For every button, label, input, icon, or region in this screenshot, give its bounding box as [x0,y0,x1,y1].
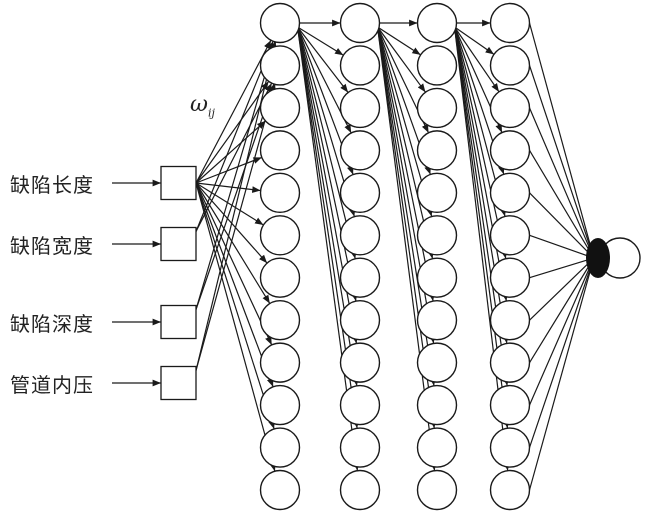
connection [376,26,434,259]
hidden-neuron [259,384,301,426]
connection [195,80,270,184]
hidden-neuron [339,45,381,86]
hidden-neuron [416,257,458,298]
hidden-neuron [339,87,381,129]
hidden-neuron [416,2,458,44]
connection [297,26,349,93]
connection [195,182,276,472]
hidden-neuron [339,2,381,44]
hidden-neuron [259,342,301,383]
connection [195,120,266,184]
output-connection [529,259,593,321]
hidden-neuron [416,215,458,256]
output-connection [528,107,593,255]
hidden-neuron [489,2,531,44]
connection [195,39,272,184]
hidden-neuron [339,130,381,171]
hidden-neuron [416,130,458,171]
hidden-neuron [259,130,301,171]
connection [297,26,344,56]
output-connection [528,150,593,256]
connection [296,26,357,259]
output-connection [528,264,593,491]
hidden-neuron [339,427,381,468]
output-summation-node [586,238,610,278]
connection [195,41,276,310]
connection [195,156,263,184]
connection [377,26,426,93]
input-label: 缺陷宽度 [10,234,94,258]
input-label: 缺陷长度 [10,173,94,197]
connection [195,182,275,430]
output-connection [529,192,593,257]
hidden-neuron [489,384,531,426]
hidden-neuron [416,87,458,129]
hidden-neuron [416,45,458,86]
hidden-neuron [259,257,301,298]
output-connection [528,65,593,253]
connection [195,182,273,346]
hidden-neuron [489,469,531,511]
input-label: 管道内压 [10,373,94,397]
output-connection [528,263,593,448]
hidden-neuron [259,469,301,511]
hidden-neuron [489,299,531,341]
hidden-neuron [416,342,458,383]
connection [195,182,271,304]
connection [377,26,421,56]
hidden-neuron [339,469,381,511]
hidden-neuron [416,384,458,426]
hidden-neuron [339,172,381,214]
hidden-neuron [259,299,301,341]
connection [195,84,277,371]
weight-label: ωij [190,92,215,120]
connection [296,26,358,302]
hidden-neuron [339,384,381,426]
output-connection [528,260,593,363]
connection [453,26,509,302]
hidden-neuron [489,257,531,298]
hidden-neuron [339,342,381,383]
hidden-neuron [259,172,301,214]
input-node [160,365,197,401]
connection [195,41,274,232]
hidden-neuron [259,427,301,468]
input-node [160,304,197,340]
hidden-neuron [416,299,458,341]
hidden-neuron [416,469,458,511]
hidden-neuron [489,130,531,171]
hidden-neuron [259,2,301,44]
hidden-neuron [416,427,458,468]
hidden-neuron [489,87,531,129]
output-connection [528,261,593,406]
hidden-neuron [259,87,301,129]
output-connection [528,22,593,252]
hidden-neuron [339,299,381,341]
hidden-neuron [489,172,531,214]
output-connection [529,258,593,279]
hidden-neuron [489,342,531,383]
connection [454,26,495,55]
hidden-neuron [259,45,301,86]
hidden-neuron [339,257,381,298]
hidden-neuron [489,215,531,256]
connection [195,83,275,310]
input-node [160,165,197,201]
hidden-neuron [339,215,381,256]
input-node [160,226,197,262]
connection [195,182,261,193]
input-label: 缺陷深度 [10,312,94,336]
connection [195,41,277,371]
hidden-neuron [259,215,301,256]
hidden-neuron [416,172,458,214]
hidden-neuron [489,427,531,468]
hidden-neuron [489,45,531,86]
output-connection [529,234,593,258]
connection [454,26,500,93]
connection [376,26,435,302]
connection [195,182,274,388]
connection [195,182,264,226]
